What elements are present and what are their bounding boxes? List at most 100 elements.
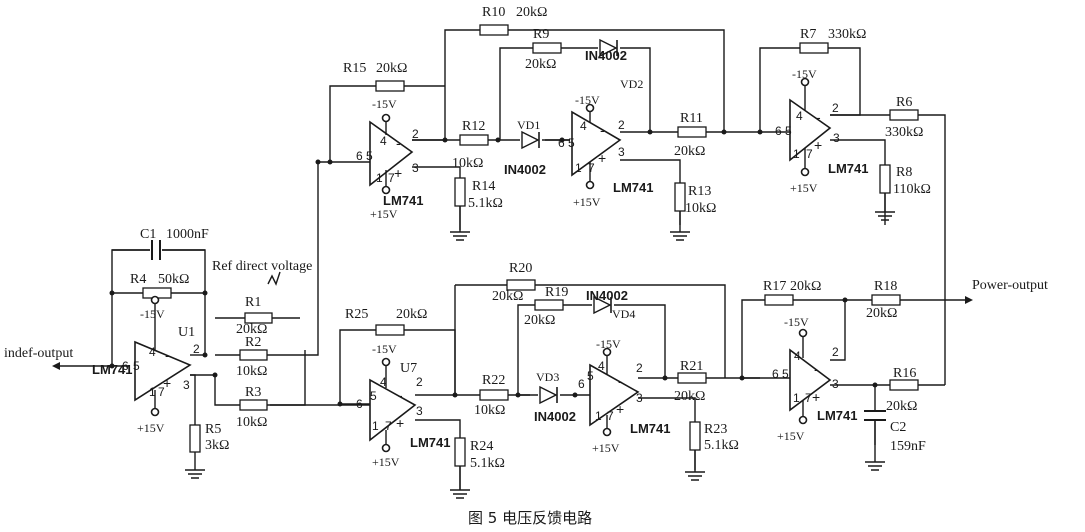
svg-text:2: 2 — [636, 361, 643, 375]
svg-text:R4: R4 — [130, 272, 146, 287]
svg-text:50kΩ: 50kΩ — [158, 272, 189, 287]
u1-model: LM741 — [92, 362, 132, 377]
svg-text:20kΩ: 20kΩ — [396, 307, 427, 322]
svg-text:R11: R11 — [680, 111, 703, 126]
svg-text:+15V: +15V — [777, 429, 805, 443]
svg-text:-15V: -15V — [575, 93, 600, 107]
ground-symbols — [185, 193, 895, 499]
svg-text:R15: R15 — [343, 61, 366, 76]
svg-text:20kΩ: 20kΩ — [674, 389, 705, 404]
svg-text:R18: R18 — [874, 279, 897, 294]
wires — [60, 29, 965, 490]
svg-text:3: 3 — [833, 131, 840, 145]
svg-text:2: 2 — [193, 342, 200, 356]
svg-text:+15V: +15V — [372, 455, 400, 469]
svg-text:5: 5 — [785, 124, 792, 138]
svg-text:R10: R10 — [482, 5, 505, 20]
capacitors — [112, 240, 886, 421]
svg-text:R3: R3 — [245, 385, 261, 400]
svg-text:-15V: -15V — [372, 97, 397, 111]
svg-text:7: 7 — [805, 391, 812, 405]
svg-text:4: 4 — [380, 134, 387, 148]
svg-text:-15V: -15V — [372, 342, 397, 356]
svg-text:330kΩ: 330kΩ — [885, 125, 923, 140]
svg-text:-: - — [165, 347, 170, 363]
svg-text:3: 3 — [832, 377, 839, 391]
svg-text:20kΩ: 20kΩ — [492, 289, 523, 304]
svg-text:4: 4 — [794, 349, 801, 363]
svg-text:R7: R7 — [800, 27, 816, 42]
svg-text:5: 5 — [568, 136, 575, 150]
svg-text:1000nF: 1000nF — [166, 227, 209, 242]
opamp-top-left-model: LM741 — [383, 193, 423, 208]
svg-text:10kΩ: 10kΩ — [452, 156, 483, 171]
svg-text:+: + — [814, 137, 822, 153]
svg-text:1: 1 — [376, 171, 383, 185]
svg-text:R24: R24 — [470, 439, 493, 454]
svg-text:+15V: +15V — [573, 195, 601, 209]
supply-labels: -15V +15V -15V +15V -15V +15V -15V +15V … — [137, 67, 818, 469]
svg-text:20kΩ: 20kΩ — [516, 5, 547, 20]
svg-text:1: 1 — [372, 419, 379, 433]
svg-text:10kΩ: 10kΩ — [236, 415, 267, 430]
svg-text:-15V: -15V — [792, 67, 817, 81]
svg-text:1: 1 — [595, 409, 602, 423]
svg-text:3: 3 — [636, 391, 643, 405]
supply-terminals — [150, 77, 810, 453]
svg-text:20kΩ: 20kΩ — [236, 322, 267, 337]
opamp-top-right-model: LM741 — [828, 161, 868, 176]
svg-text:R6: R6 — [896, 95, 912, 110]
svg-text:R2: R2 — [245, 335, 261, 350]
svg-text:6: 6 — [772, 367, 779, 381]
svg-text:7: 7 — [385, 419, 392, 433]
figure-caption: 图 5 电压反馈电路 — [468, 509, 592, 527]
svg-text:R25: R25 — [345, 307, 368, 322]
svg-text:R20: R20 — [509, 261, 532, 276]
svg-text:20kΩ: 20kΩ — [376, 61, 407, 76]
svg-text:+15V: +15V — [790, 181, 818, 195]
svg-text:7: 7 — [588, 161, 595, 175]
svg-text:4: 4 — [796, 109, 803, 123]
svg-text:IN4002: IN4002 — [585, 48, 627, 63]
svg-text:5: 5 — [587, 369, 594, 383]
diode-labels: VD1 IN4002 VD2 IN4002 VD3 IN4002 VD4 IN4… — [504, 48, 643, 424]
svg-text:10kΩ: 10kΩ — [474, 403, 505, 418]
svg-text:+15V: +15V — [370, 207, 398, 221]
svg-text:1: 1 — [149, 385, 156, 399]
svg-text:+15V: +15V — [137, 421, 165, 435]
svg-text:20kΩ: 20kΩ — [866, 306, 897, 321]
opamp-bottom-right-model: LM741 — [817, 408, 857, 423]
svg-text:10kΩ: 10kΩ — [236, 364, 267, 379]
svg-text:6: 6 — [356, 149, 363, 163]
svg-text:C2: C2 — [890, 420, 906, 435]
svg-text:3kΩ: 3kΩ — [205, 438, 229, 453]
svg-text:5: 5 — [782, 367, 789, 381]
opamp-signs: -+ -+ -+ -+ -+ -+ -+ — [163, 109, 822, 431]
svg-text:R14: R14 — [472, 179, 495, 194]
svg-text:5.1kΩ: 5.1kΩ — [704, 438, 739, 453]
svg-text:+: + — [163, 375, 171, 391]
resistor-bodies — [142, 24, 919, 467]
svg-text:IN4002: IN4002 — [586, 288, 628, 303]
svg-text:VD2: VD2 — [620, 77, 643, 91]
svg-text:-15V: -15V — [596, 337, 621, 351]
svg-text:20kΩ: 20kΩ — [525, 57, 556, 72]
svg-text:5.1kΩ: 5.1kΩ — [468, 196, 503, 211]
svg-text:-: - — [814, 361, 819, 377]
opamp-top-middle-model: LM741 — [613, 180, 653, 195]
svg-text:-: - — [398, 387, 403, 403]
svg-text:10kΩ: 10kΩ — [685, 201, 716, 216]
svg-text:7: 7 — [388, 171, 395, 185]
svg-text:-: - — [396, 135, 401, 151]
svg-text:20kΩ: 20kΩ — [674, 144, 705, 159]
svg-text:6: 6 — [356, 397, 363, 411]
svg-text:159nF: 159nF — [890, 439, 926, 454]
svg-text:R12: R12 — [462, 119, 485, 134]
svg-text:6: 6 — [558, 136, 565, 150]
svg-text:6: 6 — [578, 377, 585, 391]
svg-text:-: - — [816, 109, 821, 125]
signal-labels: indef-output Ref direct voltage Power-ou… — [4, 259, 1048, 370]
svg-text:VD1: VD1 — [517, 118, 540, 132]
